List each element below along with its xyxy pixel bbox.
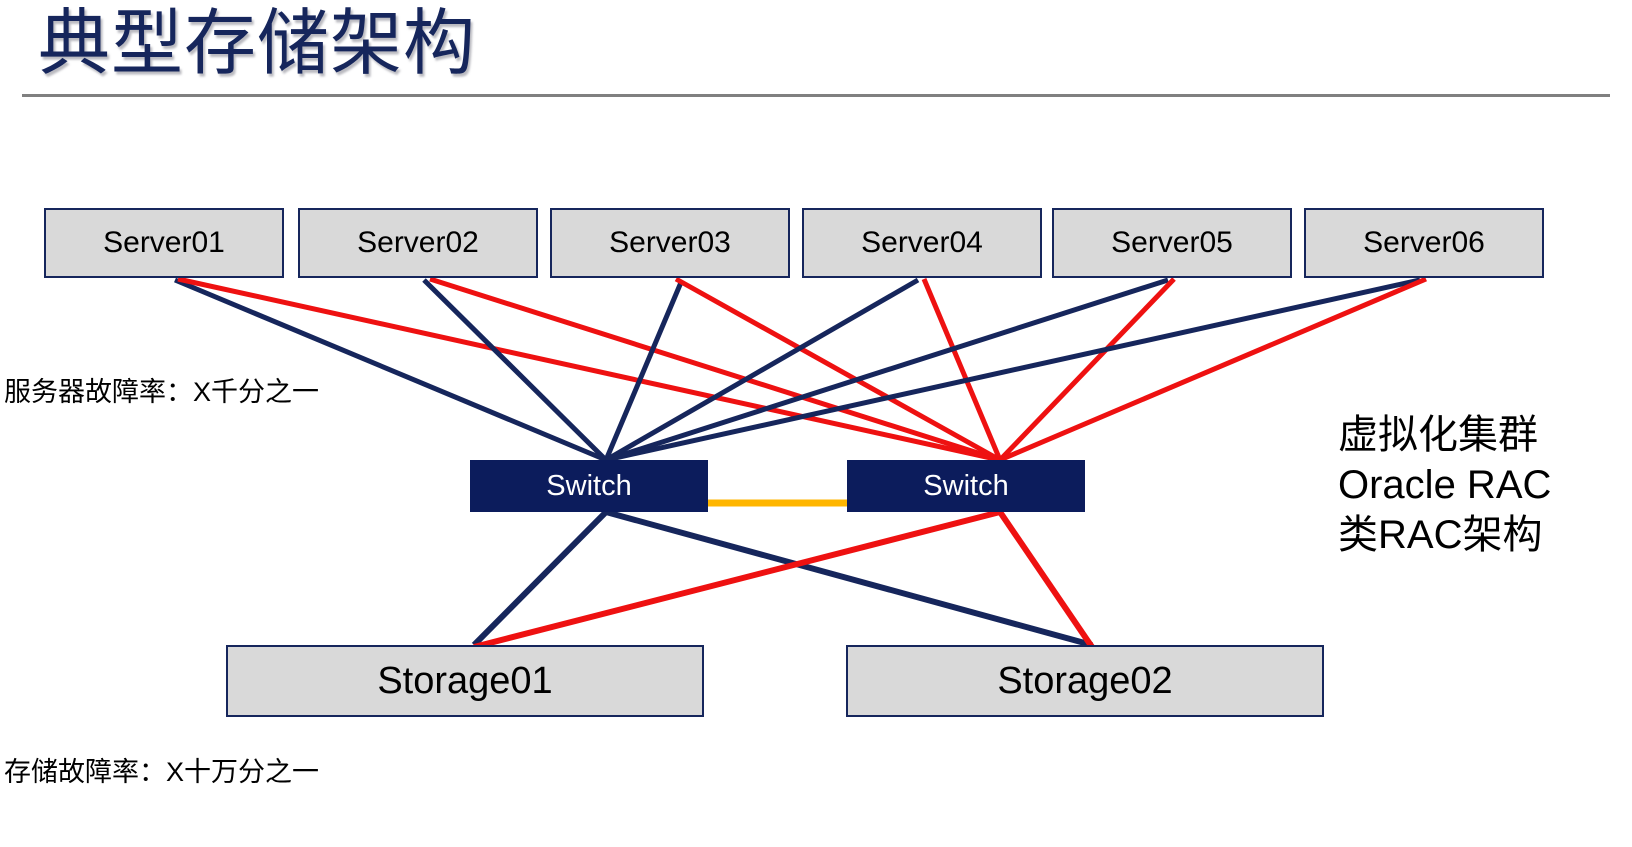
server-node-server03[interactable]: Server03 [550,208,790,278]
link-server04-to-switch-left [604,277,920,463]
link-server02-to-switch-right [429,276,1001,463]
link-switch-right-to-storage02 [997,510,1095,649]
server-node-label: Server04 [861,226,983,259]
server-node-label: Server02 [357,226,479,259]
storage-node-label: Storage01 [377,659,553,702]
server-node-server04[interactable]: Server04 [802,208,1042,278]
server-node-server02[interactable]: Server02 [298,208,538,278]
switch-node-switch-right[interactable]: Switch [847,460,1085,512]
storage-node-storage02[interactable]: Storage02 [846,645,1324,717]
server-node-label: Server03 [609,226,731,259]
server-node-server06[interactable]: Server06 [1304,208,1544,278]
server-node-label: Server01 [103,226,225,259]
server-failure-rate-label: 服务器故障率：X千分之一 [4,377,320,407]
switch-node-switch-left[interactable]: Switch [470,460,708,512]
link-switch-left-to-storage02 [605,509,1093,648]
link-server05-to-switch-left [605,277,1169,463]
link-server02-to-switch-left [422,278,608,462]
link-switch-right-to-storage01 [473,509,1001,650]
storage-node-label: Storage02 [997,659,1173,702]
cluster-note-line-1: 虚拟化集群 [1338,413,1538,457]
page-title: 典型存储架构 [38,4,477,84]
switch-node-label: Switch [546,469,632,502]
cluster-note: 虚拟化集群 Oracle RAC 类RAC架构 [1338,410,1551,560]
cluster-note-line-3: 类RAC架构 [1338,513,1543,557]
server-node-label: Server06 [1363,226,1485,259]
storage-failure-rate-label: 存储故障率：X十万分之一 [4,757,320,787]
server-node-server05[interactable]: Server05 [1052,208,1292,278]
storage-node-storage01[interactable]: Storage01 [226,645,704,717]
switch-storage-links [471,509,1095,650]
link-server03-to-switch-right [674,276,1002,463]
switch-node-label: Switch [923,469,1009,502]
server-node-server01[interactable]: Server01 [44,208,284,278]
link-switch-left-to-storage01 [471,509,609,648]
link-server04-to-switch-right [921,278,1003,461]
title-divider [22,94,1610,97]
server-switch-links [174,276,1427,463]
cluster-note-line-2: Oracle RAC [1338,463,1552,507]
server-node-label: Server05 [1111,226,1233,259]
link-server05-to-switch-right [998,277,1176,462]
link-server06-to-switch-left [605,277,1421,463]
link-server03-to-switch-left [603,279,685,461]
